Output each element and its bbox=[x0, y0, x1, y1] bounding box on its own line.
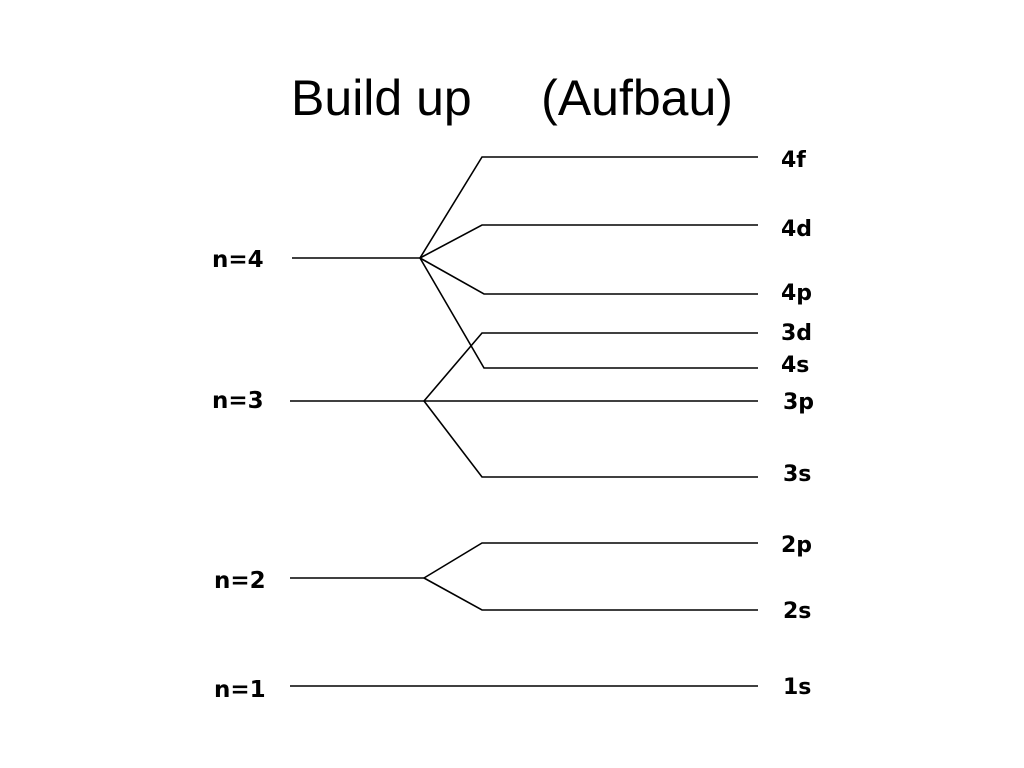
orbital-label-4p: 4p bbox=[781, 281, 812, 306]
orbital-label-2p: 2p bbox=[781, 533, 812, 558]
level-label-n1: n=1 bbox=[214, 677, 266, 703]
orbital-line-2p bbox=[423, 542, 758, 579]
orbital-label-1s: 1s bbox=[783, 675, 811, 700]
slide-title: Build up (Aufbau) bbox=[291, 70, 733, 126]
orbital-label-4s: 4s bbox=[781, 353, 809, 378]
orbital-label-3d: 3d bbox=[781, 321, 812, 346]
orbital-line-4s bbox=[419, 257, 758, 369]
level-label-n4: n=4 bbox=[212, 247, 264, 273]
orbital-line-4p bbox=[419, 257, 758, 295]
orbital-line-4f bbox=[419, 156, 758, 259]
orbital-line-4d bbox=[419, 224, 758, 259]
orbital-label-3s: 3s bbox=[783, 462, 811, 487]
orbital-line-3d bbox=[423, 332, 758, 402]
orbital-label-3p: 3p bbox=[783, 390, 814, 415]
orbital-label-4d: 4d bbox=[781, 217, 812, 242]
orbital-line-3s bbox=[423, 400, 758, 478]
level-label-n2: n=2 bbox=[214, 568, 266, 594]
orbital-label-4f: 4f bbox=[781, 148, 806, 173]
orbital-line-2s bbox=[423, 577, 758, 611]
orbital-label-2s: 2s bbox=[783, 599, 811, 624]
level-label-n3: n=3 bbox=[212, 388, 264, 414]
